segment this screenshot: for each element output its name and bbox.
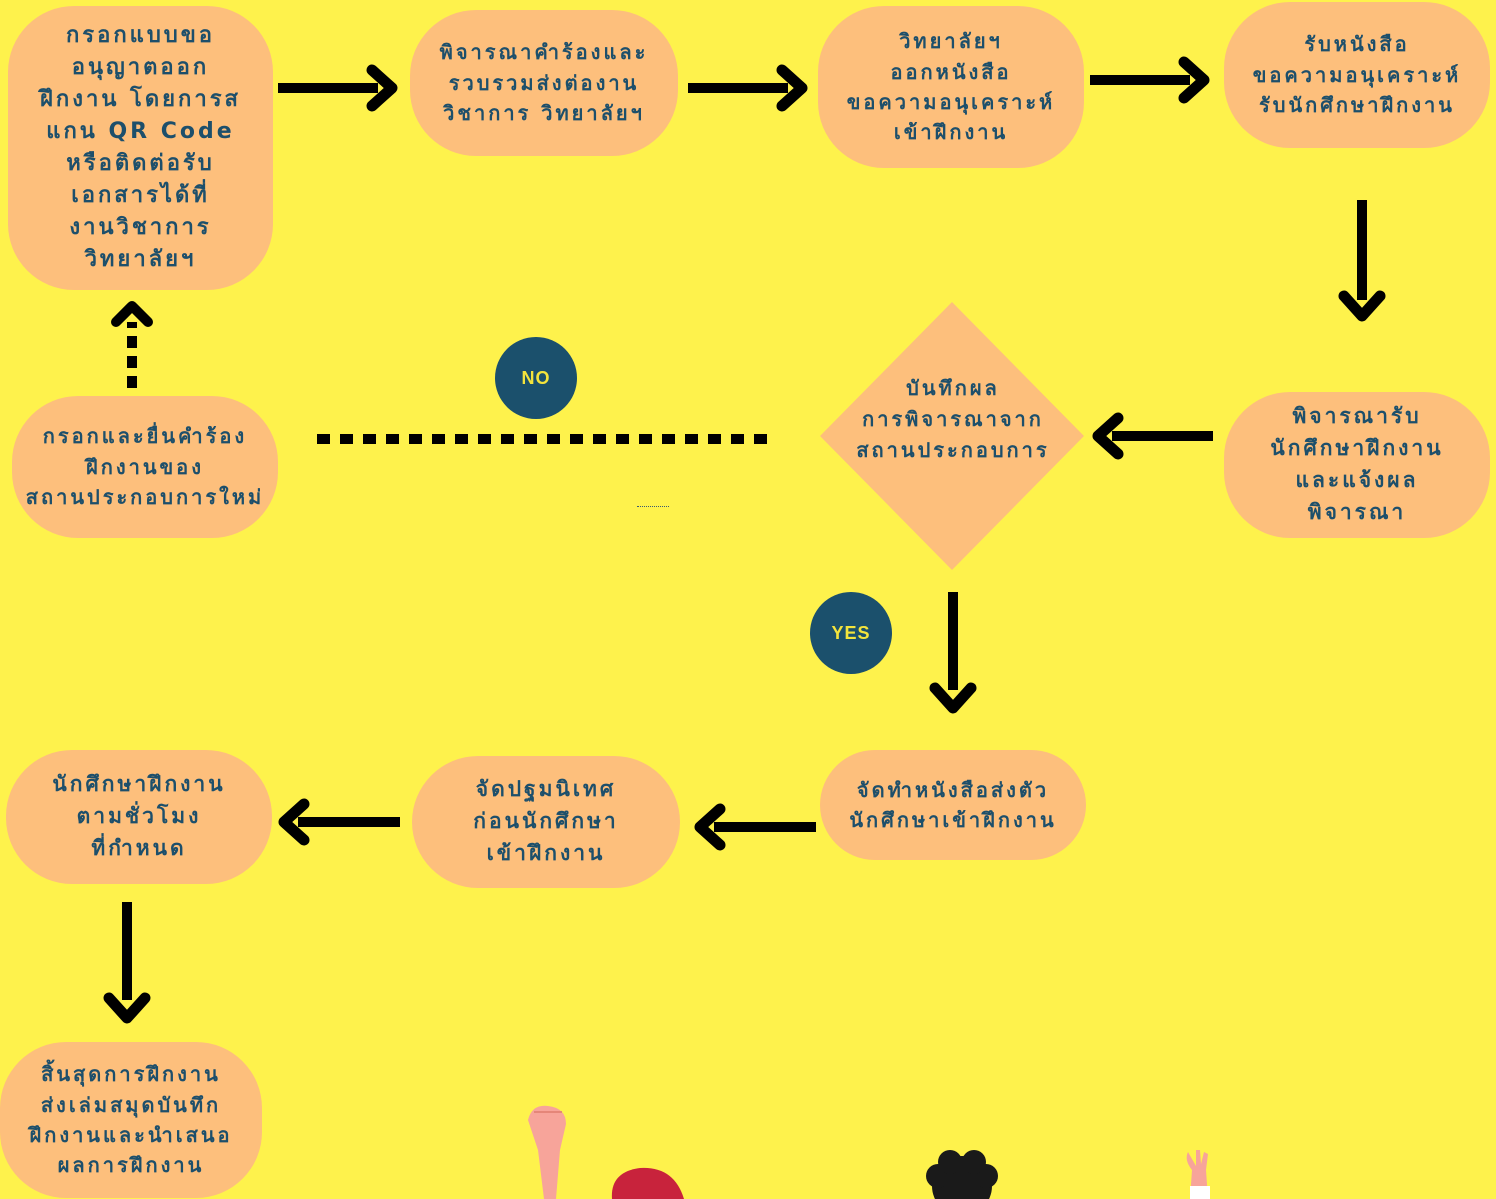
arrow-up-dotted <box>111 301 153 388</box>
raised-hand-icon <box>1186 1150 1210 1199</box>
arrow-right-2 <box>688 64 808 112</box>
red-hair-head-icon <box>611 1167 684 1199</box>
arrow-left-3 <box>278 798 400 846</box>
arrow-down-1 <box>1338 200 1386 322</box>
arrow-right-3 <box>1090 56 1210 104</box>
step-consider-accept: พิจารณารับ นักศึกษาฝึกงาน และแจ้งผล พิจา… <box>1224 392 1490 538</box>
step-finish: สิ้นสุดการฝึกงาน ส่งเล่มสมุดบันทึก ฝึกงา… <box>0 1042 262 1198</box>
step-send-letter: จัดทำหนังสือส่งตัว นักศึกษาเข้าฝึกงาน <box>820 750 1086 860</box>
step-receive-letter: รับหนังสือ ขอความอนุเคราะห์ รับนักศึกษาฝ… <box>1224 2 1490 148</box>
small-dotted-mark <box>637 506 669 507</box>
arrow-right-1 <box>278 64 398 112</box>
arrow-down-yes <box>929 592 977 714</box>
raised-fist-icon <box>528 1105 566 1199</box>
step-issue-letter: วิทยาลัยฯ ออกหนังสือ ขอความอนุเคราะห์ เข… <box>818 6 1084 168</box>
step-consider-request: พิจารณาคำร้องและ รวบรวมส่งต่องาน วิชาการ… <box>410 10 678 156</box>
decision-diamond <box>820 302 1084 570</box>
step-request-form: กรอกแบบขอ อนุญาตออก ฝึกงาน โดยการส แกน Q… <box>8 6 273 290</box>
step-internship-hours: นักศึกษาฝึกงาน ตามชั่วโมง ที่กำหนด <box>6 750 272 884</box>
arrow-left-1 <box>1092 412 1213 460</box>
curly-hair-head-icon <box>926 1150 998 1199</box>
step-new-request: กรอกและยื่นคำร้อง ฝึกงานของ สถานประกอบกา… <box>12 396 278 538</box>
step-orientation: จัดปฐมนิเทศ ก่อนนักศึกษา เข้าฝึกงาน <box>412 756 680 888</box>
no-badge: NO <box>495 337 577 419</box>
arrow-left-2 <box>694 803 816 851</box>
yes-badge: YES <box>810 592 892 674</box>
step-record-result: บันทึกผล การพิจารณาจาก สถานประกอบการ <box>856 375 1050 462</box>
arrow-down-2 <box>103 902 151 1024</box>
